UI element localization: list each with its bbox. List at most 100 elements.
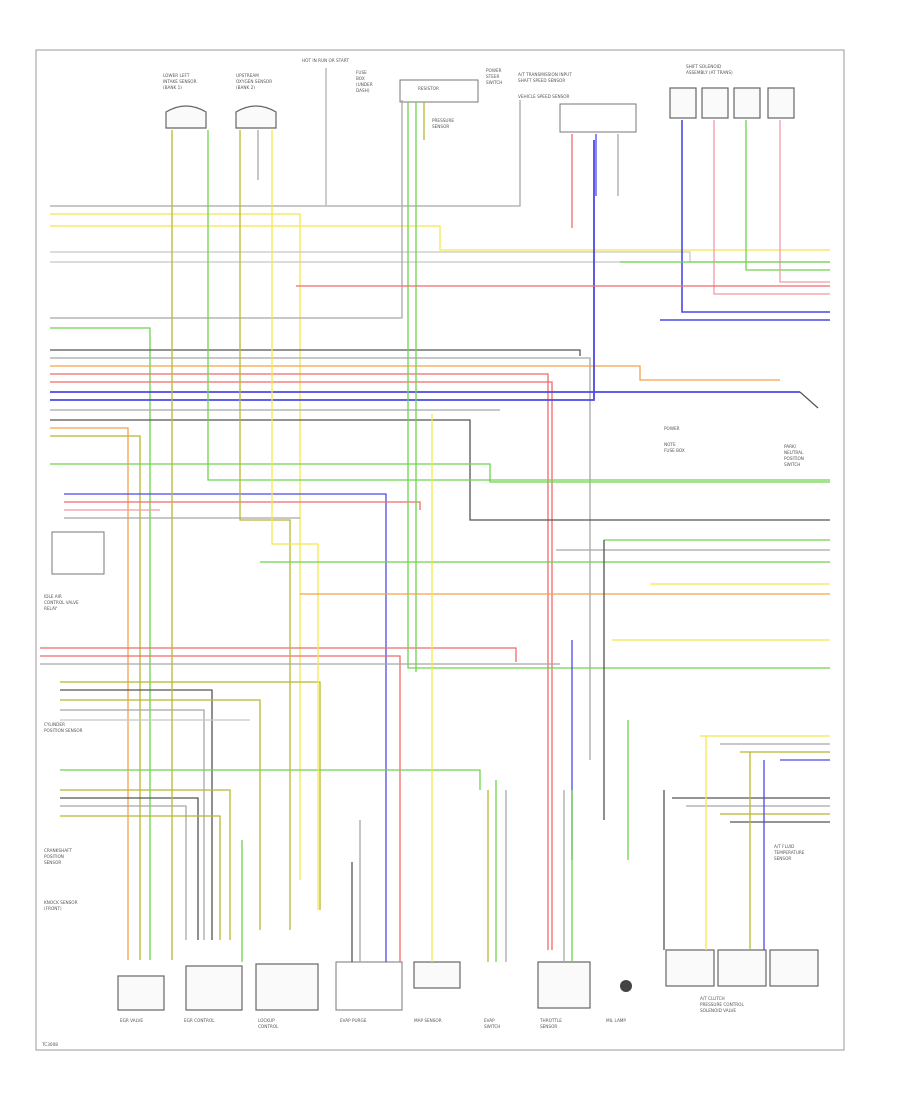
svg-text:BOX: BOX <box>356 76 365 81</box>
wire-blue-20 <box>64 493 387 962</box>
wire-black-34 <box>60 797 199 940</box>
svg-text:SWITCH: SWITCH <box>486 80 502 85</box>
wire-green-42 <box>407 102 830 669</box>
svg-text:SHIFT SOLENOID: SHIFT SOLENOID <box>686 64 721 69</box>
svg-text:(BANK 2): (BANK 2) <box>236 85 255 90</box>
diagram-frame <box>35 49 845 1051</box>
svg-text:FUSE: FUSE <box>356 70 367 75</box>
svg-text:(FRONT): (FRONT) <box>44 906 62 911</box>
svg-text:A/T TRANSMISSION INPUT: A/T TRANSMISSION INPUT <box>518 72 572 77</box>
svg-text:THROTTLE: THROTTLE <box>539 1018 562 1023</box>
map-sensor <box>413 961 461 989</box>
wire-red-24 <box>40 647 517 662</box>
svg-text:EVAP PURGE: EVAP PURGE <box>340 1018 367 1023</box>
top-center-connector: HOT IN RUN OR START FUSE BOX (UNDER DASH… <box>302 58 373 205</box>
svg-text:SENSOR: SENSOR <box>432 124 449 129</box>
right-switch: PARK/ NEUTRAL POSITION SWITCH POWER NOTE… <box>664 391 819 467</box>
svg-text:HOT IN RUN OR START: HOT IN RUN OR START <box>302 58 349 63</box>
svg-text:VEHICLE SPEED SENSOR: VEHICLE SPEED SENSOR <box>518 94 570 99</box>
tcc-solenoid <box>255 963 319 1011</box>
svg-text:OXYGEN SENSOR: OXYGEN SENSOR <box>236 79 272 84</box>
wire-olive-27 <box>60 681 321 910</box>
svg-text:SENSOR: SENSOR <box>540 1024 557 1029</box>
svg-text:A/T CLUTCH: A/T CLUTCH <box>700 996 725 1001</box>
svg-text:SENSOR: SENSOR <box>44 860 61 865</box>
malfunction-lamp <box>620 980 632 992</box>
wire-gray-30 <box>60 709 205 940</box>
wire-green-50 <box>745 120 830 271</box>
resistor-block: RESISTOR POWER STEER SWITCH PRESSURE SEN… <box>399 68 502 129</box>
wire-red-25 <box>40 655 401 962</box>
bottom-components: EGR VALVE EGR CONTROL LOCKUP CONTROL EVA… <box>117 949 819 1029</box>
wire-gray-9 <box>50 357 591 760</box>
wire-yellow-2 <box>50 213 301 880</box>
svg-text:SOLENOID VALVE: SOLENOID VALVE <box>700 1008 736 1013</box>
wire-yellow-3 <box>50 225 830 251</box>
wire-pink-51 <box>779 120 830 283</box>
shift-solenoids: SHIFT SOLENOID ASSEMBLY (AT TRANS) <box>669 64 795 119</box>
diagram-tag: TC3008 <box>41 1042 58 1047</box>
throttle-sensor <box>537 961 591 1009</box>
top-left-sensor-2: UPSTREAM OXYGEN SENSOR (BANK 2) <box>235 73 277 129</box>
svg-text:IDLE AIR: IDLE AIR <box>44 594 62 599</box>
wire-yellow-40 <box>271 130 319 910</box>
wire-red-12 <box>50 381 553 950</box>
svg-text:TEMPERATURE: TEMPERATURE <box>773 850 805 855</box>
svg-text:RELAY: RELAY <box>44 606 58 611</box>
wire-gray-1 <box>50 100 521 207</box>
svg-text:SENSOR: SENSOR <box>774 856 791 861</box>
svg-text:CONTROL: CONTROL <box>258 1024 279 1029</box>
wire-blue-48 <box>681 120 830 313</box>
left-labels: CYLINDER POSITION SENSOR CRANKSHAFT POSI… <box>44 722 83 911</box>
right-sensor-connector: A/T FLUID TEMPERATURE SENSOR <box>773 844 805 861</box>
wire-olive-36 <box>60 815 221 940</box>
wire-olive-39 <box>239 130 291 930</box>
svg-text:STEER: STEER <box>486 74 500 79</box>
svg-text:KNOCK SENSOR: KNOCK SENSOR <box>44 900 78 905</box>
egr-control-solenoid <box>185 965 243 1011</box>
svg-text:MIL LAMP: MIL LAMP <box>606 1018 626 1023</box>
wire-gray-6 <box>50 100 403 319</box>
wire-black-8 <box>50 349 581 356</box>
wire-orange-10 <box>50 365 780 381</box>
svg-text:NOTE: NOTE <box>664 442 676 447</box>
svg-text:LOWER LEFT: LOWER LEFT <box>163 73 190 78</box>
svg-text:POSITION: POSITION <box>44 854 64 859</box>
vss-sensor: A/T TRANSMISSION INPUT SHAFT SPEED SENSO… <box>518 72 637 133</box>
svg-text:CRANKSHAFT: CRANKSHAFT <box>44 848 72 853</box>
left-relay: IDLE AIR CONTROL VALVE RELAY <box>44 531 105 611</box>
wire-orange-17 <box>50 427 129 960</box>
svg-text:POWER: POWER <box>664 426 680 431</box>
svg-text:POWER: POWER <box>486 68 502 73</box>
wire-green-32 <box>60 769 481 790</box>
wire-gray-35 <box>60 805 187 940</box>
wire-blue-14 <box>50 140 595 401</box>
svg-text:SWITCH: SWITCH <box>784 462 800 467</box>
wire-red-21 <box>64 501 421 510</box>
svg-text:INTAKE SENSOR: INTAKE SENSOR <box>163 79 197 84</box>
svg-text:(UNDER: (UNDER <box>356 82 373 87</box>
svg-text:POSITION: POSITION <box>784 456 804 461</box>
wire-black-16 <box>50 419 830 521</box>
svg-text:SWITCH: SWITCH <box>484 1024 500 1029</box>
svg-text:LOCKUP: LOCKUP <box>258 1018 275 1023</box>
svg-text:CYLINDER: CYLINDER <box>44 722 65 727</box>
svg-text:UPSTREAM: UPSTREAM <box>236 73 259 78</box>
lock-solenoid-b <box>717 949 767 987</box>
svg-text:DASH): DASH) <box>356 88 370 93</box>
svg-text:RESISTOR: RESISTOR <box>418 86 439 91</box>
lock-solenoid-c <box>769 949 819 987</box>
svg-text:SHAFT SPEED SENSOR: SHAFT SPEED SENSOR <box>518 78 565 83</box>
svg-text:EGR VALVE: EGR VALVE <box>120 1018 143 1023</box>
svg-text:MAP SENSOR: MAP SENSOR <box>414 1018 442 1023</box>
wire-green-19 <box>50 463 830 483</box>
wire-olive-18 <box>50 435 141 960</box>
wire-red-11 <box>50 373 549 950</box>
wire-black-28 <box>60 689 213 940</box>
top-left-sensor-1: LOWER LEFT INTAKE SENSOR (BANK 1) <box>163 73 207 129</box>
svg-text:PRESSURE: PRESSURE <box>432 118 454 123</box>
svg-text:EVAP: EVAP <box>484 1018 495 1023</box>
wire-green-38 <box>207 130 830 481</box>
